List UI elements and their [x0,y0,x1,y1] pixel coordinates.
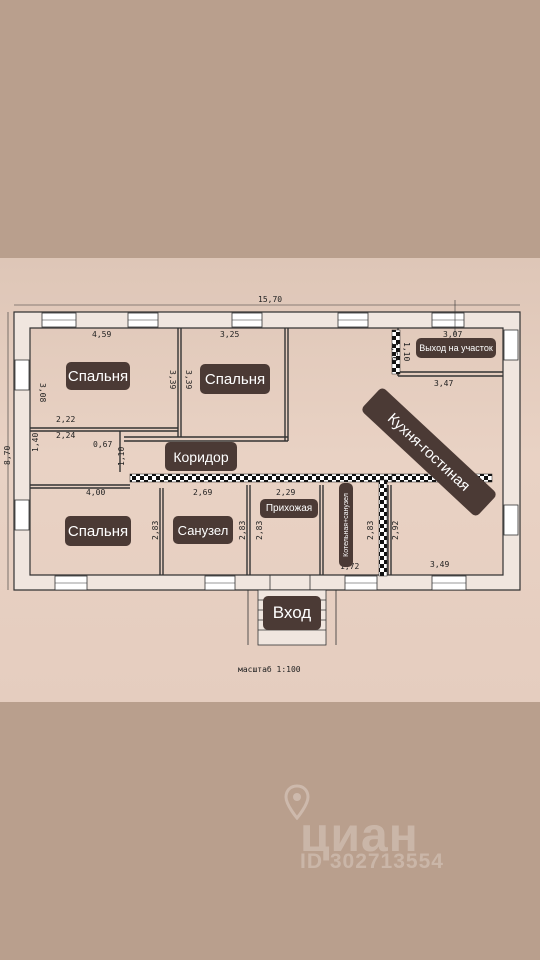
room-label-boiler-room: Котельная+санузел [339,483,353,567]
scale-label: масштаб 1:100 [238,665,301,674]
room-label-bedroom-2: Спальня [200,364,270,394]
entrance-label: Вход [263,596,321,630]
dim-2-83-d: 2,83 [366,521,375,540]
location-pin-icon [284,784,310,820]
dim-2-29: 2,29 [276,488,295,497]
dim-1-40: 1,40 [31,433,40,452]
dim-4-59: 4,59 [92,330,111,339]
room-label-exit: Выход на участок [416,338,496,358]
watermark-listing-id: ID 302713554 [300,850,444,873]
window-lines [42,319,466,584]
dim-3-08: 3,08 [38,383,47,402]
dimension-lines [7,300,520,590]
dim-2-83-a: 2,83 [151,521,160,540]
dim-3-49: 3,49 [430,560,449,569]
room-label-bedroom-3: Спальня [65,516,131,546]
room-label-bathroom: Санузел [173,516,233,544]
dim-1-10-b: 1,10 [117,447,126,466]
dim-2-83-c: 2,83 [255,521,264,540]
dim-2-24: 2,24 [56,431,75,440]
dim-2-22: 2,22 [56,415,75,424]
interior-walls [30,328,503,575]
dim-2-92: 2,92 [391,521,400,540]
dim-3-47: 3,47 [434,379,453,388]
dim-1-10-a: 1,10 [402,342,411,361]
dim-4-00: 4,00 [86,488,105,497]
dim-total-height: 8,70 [3,446,12,465]
dim-3-39-a: 3,39 [168,370,177,389]
dim-0-67: 0,67 [93,440,112,449]
dim-1-50: 1,50 [390,342,399,361]
watermark-brand: циан [300,809,419,862]
dim-2-69: 2,69 [193,488,212,497]
dim-total-width: 15,70 [258,295,282,304]
room-label-hallway: Прихожая [260,499,318,518]
outer-wall [13,311,521,591]
dim-3-25: 3,25 [220,330,239,339]
dim-2-83-b: 2,83 [238,521,247,540]
room-label-bedroom-1: Спальня [66,362,130,390]
room-label-corridor: Коридор [165,442,237,471]
dim-3-07: 3,07 [443,330,462,339]
dim-3-39-b: 3,39 [184,370,193,389]
